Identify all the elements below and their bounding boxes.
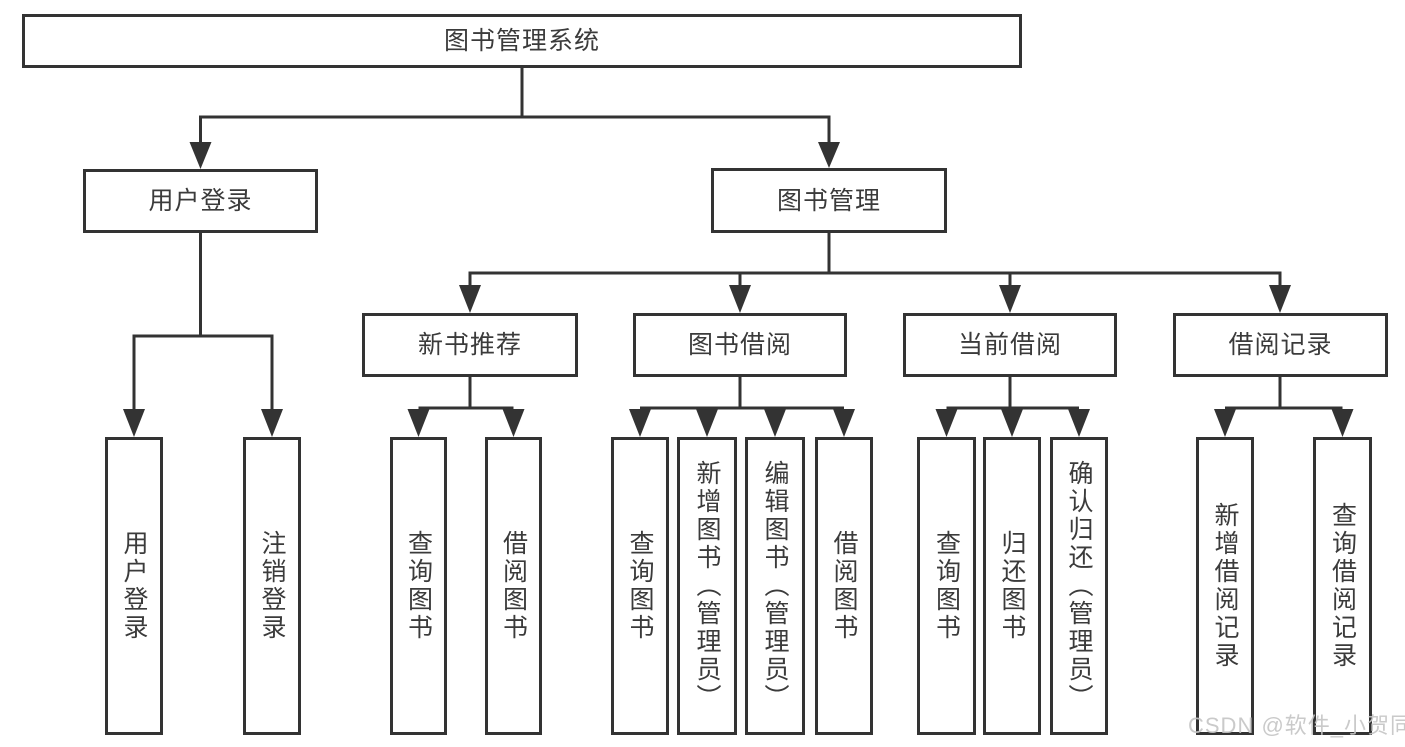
leaf-borrow-query-books: 查询图书 xyxy=(611,437,669,735)
node-new-book-recommendation: 新书推荐 xyxy=(362,313,578,377)
node-book-borrowing: 图书借阅 xyxy=(633,313,847,377)
leaf-records-add-borrow-record: 新增借阅记录 xyxy=(1196,437,1254,735)
leaf-current-confirm-return-admin: 确认归还（管理员） xyxy=(1050,437,1108,735)
leaf-records-query-borrow-record: 查询借阅记录 xyxy=(1313,437,1372,735)
leaf-borrow-add-books-admin: 新增图书（管理员） xyxy=(677,437,737,735)
leaf-borrow-edit-books-admin: 编辑图书（管理员） xyxy=(745,437,805,735)
node-borrowing-records: 借阅记录 xyxy=(1173,313,1388,377)
leaf-borrow-borrow-books: 借阅图书 xyxy=(815,437,873,735)
watermark-text: CSDN @软件_小贺同学 xyxy=(1188,713,1405,738)
leaf-recommend-query-books: 查询图书 xyxy=(390,437,447,735)
leaf-user-login: 用户登录 xyxy=(105,437,163,735)
node-current-borrowing: 当前借阅 xyxy=(903,313,1117,377)
node-book-management: 图书管理 xyxy=(711,168,947,233)
leaf-logout-login: 注销登录 xyxy=(243,437,301,735)
node-user-login: 用户登录 xyxy=(83,169,318,233)
node-root: 图书管理系统 xyxy=(22,14,1022,68)
leaf-current-return-books: 归还图书 xyxy=(983,437,1041,735)
leaf-current-query-books: 查询图书 xyxy=(917,437,976,735)
leaf-recommend-borrow-books: 借阅图书 xyxy=(485,437,542,735)
